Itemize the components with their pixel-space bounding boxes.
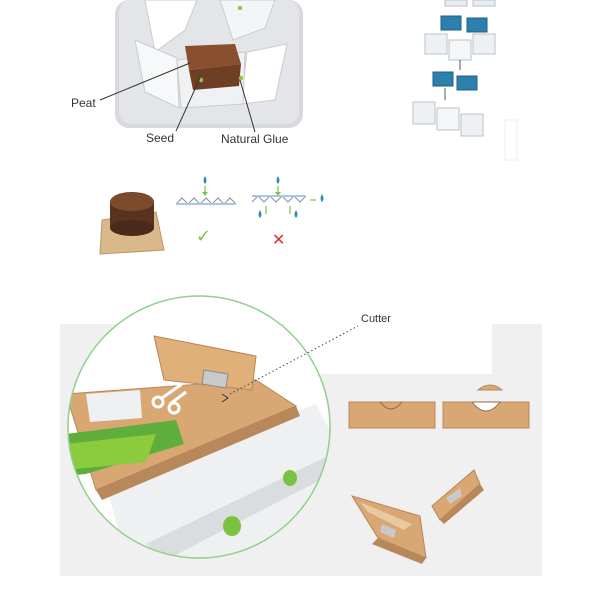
water-flow-correct-diagram — [172, 170, 242, 215]
cutter-label: Cutter — [361, 313, 391, 325]
peat-sample-render — [98, 180, 168, 255]
cutter-detail-magnifier — [66, 294, 332, 560]
label-leader-lines — [99, 62, 256, 133]
natural-glue-label: Natural Glue — [221, 132, 289, 146]
wrong-cross-icon: ✕ — [272, 230, 286, 249]
seed-label: Seed — [146, 131, 175, 145]
peat-label: Peat — [71, 96, 96, 110]
correct-check-icon: ✓ — [196, 226, 212, 247]
peat-cube-render — [115, 0, 303, 128]
stacked-cubes-render — [405, 0, 525, 165]
water-flow-wrong-diagram — [248, 170, 334, 225]
